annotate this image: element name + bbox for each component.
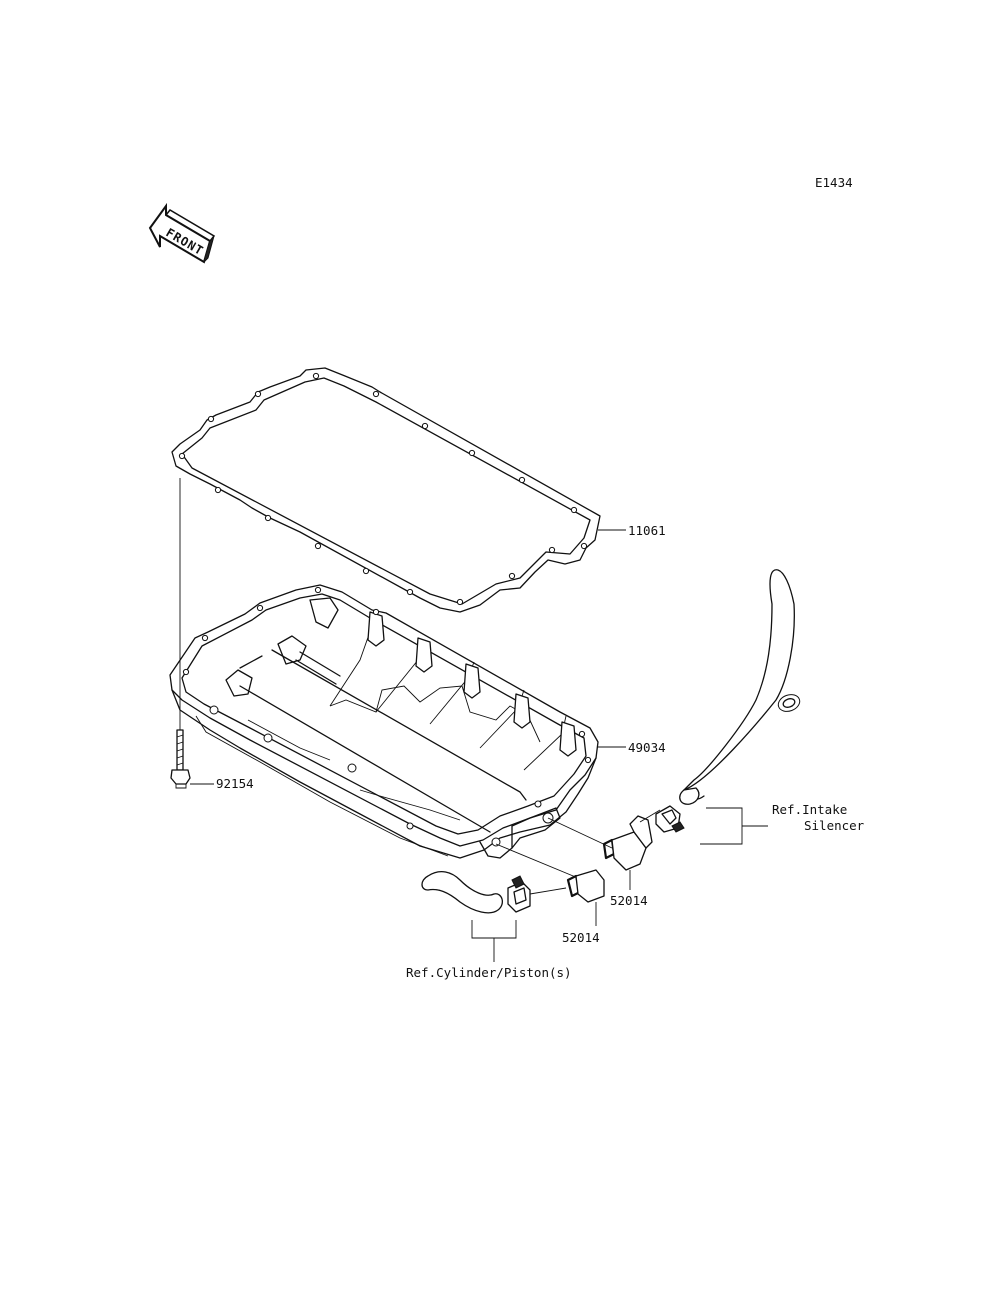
intake-hose: [679, 569, 801, 805]
hose-clamp-upper: [655, 805, 685, 833]
gasket-bolt-holes: [178, 372, 588, 606]
oil-pan-bolt-holes: [182, 586, 592, 830]
bolt-92154: [170, 478, 191, 789]
gasket-11061: [171, 367, 601, 613]
ref-cylinder-label: Ref.Cylinder/Piston(s): [406, 965, 572, 980]
label-fitting-upper: 52014: [610, 893, 648, 908]
ref-bracket-cylinder: [471, 920, 517, 962]
oil-pan-49034: [169, 584, 599, 859]
label-gasket: 11061: [628, 523, 666, 538]
ref-bracket-intake: [700, 807, 768, 845]
fitting-52014-upper: [547, 809, 661, 890]
ref-intake-label-line1: Ref.Intake: [772, 802, 847, 817]
hose-clamp-lower: [507, 875, 531, 913]
cylinder-hose: [421, 870, 504, 914]
fitting-52014-lower: [495, 843, 605, 926]
ref-intake-label-line2: Silencer: [804, 818, 865, 833]
diagram-code: E1434: [815, 175, 853, 190]
label-fitting-lower: 52014: [562, 930, 600, 945]
label-oil-pan: 49034: [628, 740, 666, 755]
front-arrow-icon: FRONT: [148, 202, 216, 264]
label-bolt: 92154: [216, 776, 254, 791]
